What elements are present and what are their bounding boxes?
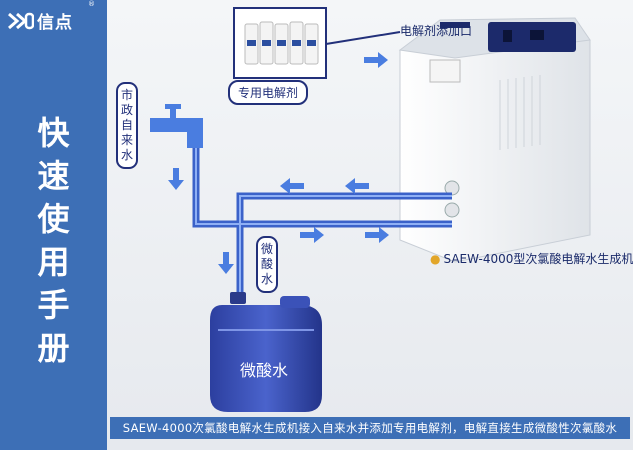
water-pipes xyxy=(192,148,452,300)
arrow-left-icon xyxy=(280,178,304,194)
brand: 信点 xyxy=(8,8,73,33)
electrolysis-machine xyxy=(398,17,591,263)
add-port-label: 电解剂添加口 xyxy=(400,24,473,38)
arrow-right-icon xyxy=(300,227,324,243)
brand-name: 信点 xyxy=(37,13,73,33)
model-text: SAEW-4000型次氯酸电解水生成机 xyxy=(443,252,633,266)
title-char: 用 xyxy=(37,243,70,281)
faucet-icon xyxy=(150,104,203,148)
tap-water-label: 市政自来水 xyxy=(116,82,138,169)
model-label: ●SAEW-4000型次氯酸电解水生成机 xyxy=(430,250,633,267)
inlet-port xyxy=(444,202,460,218)
jug-label: 微酸水 xyxy=(240,361,289,380)
bullet-icon: ● xyxy=(430,252,441,266)
flow-arrows xyxy=(168,52,389,274)
title-char: 快 xyxy=(37,114,70,152)
agent-bottles xyxy=(233,7,327,79)
arrow-down-icon xyxy=(168,168,184,190)
arrow-down-icon xyxy=(218,252,234,274)
water-jug xyxy=(210,292,322,412)
weak-acid-water-label: 微酸水 xyxy=(256,236,278,293)
caption-bar: SAEW-4000次氯酸电解水生成机接入自来水并添加专用电解剂，电解直接生成微酸… xyxy=(110,417,630,439)
registered-mark: ® xyxy=(88,0,95,8)
device-nameplate xyxy=(429,59,461,83)
arrow-right-icon xyxy=(364,52,388,68)
tap-water-text: 市政自来水 xyxy=(120,88,133,162)
manual-title: 快 速 使 用 手 册 xyxy=(0,112,107,370)
agent-port-line xyxy=(325,31,401,45)
agent-label: 专用电解剂 xyxy=(228,80,309,105)
weak-acid-water-text: 微酸水 xyxy=(260,242,273,286)
arrow-left-icon xyxy=(345,178,369,194)
logo-icon xyxy=(8,12,34,29)
sidebar: 信点 ® 快 速 使 用 手 册 xyxy=(0,0,107,450)
title-char: 册 xyxy=(37,329,70,367)
title-char: 手 xyxy=(37,286,70,324)
title-char: 速 xyxy=(37,157,70,195)
title-char: 使 xyxy=(37,200,70,238)
arrow-right-icon xyxy=(365,227,389,243)
